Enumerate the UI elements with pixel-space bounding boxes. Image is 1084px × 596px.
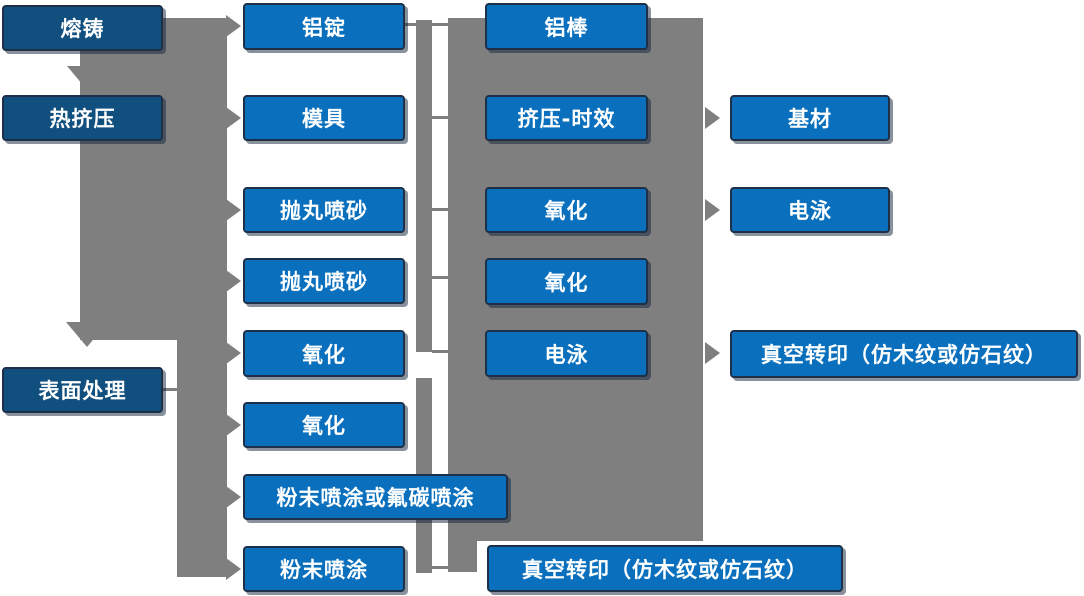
arrow-down-to-hot-extrusion-icon [67, 66, 109, 91]
arrow-right-to-vacuum1-icon [705, 342, 720, 364]
node-oxidation-2: 氧化 [243, 402, 405, 448]
node-shot-blasting-2: 抛丸喷砂 [243, 258, 405, 304]
node-shot-blasting-1: 抛丸喷砂 [243, 187, 405, 233]
node-melt-casting: 熔铸 [2, 5, 163, 51]
node-oxidation-4: 氧化 [485, 258, 648, 305]
arrow-right-to-powder-fluoro-icon [226, 486, 241, 508]
arrow-right-to-blasting1-icon [226, 199, 241, 221]
connector-line-blasting1 [432, 208, 448, 211]
node-oxidation-1: 氧化 [243, 330, 405, 377]
node-electrophoresis-1: 电泳 [485, 330, 648, 377]
connector-line-ingot-rod [405, 23, 448, 26]
node-aluminum-ingot: 铝锭 [243, 3, 405, 50]
node-aluminum-rod: 铝棒 [485, 3, 648, 50]
node-mold: 模具 [243, 95, 405, 141]
arrow-right-to-oxidation1-icon [226, 342, 241, 364]
arrow-right-to-mold-icon [226, 107, 241, 129]
node-vacuum-transfer-2: 真空转印（仿木纹或仿石纹） [487, 545, 843, 592]
connector-stub-bottom [448, 541, 477, 572]
connector-line-surface-treatment [163, 388, 177, 391]
arrow-right-to-blasting2-icon [226, 270, 241, 292]
connector-line-mold [432, 116, 448, 119]
node-surface-treatment: 表面处理 [2, 367, 163, 413]
node-powder-coating: 粉末喷涂 [243, 546, 405, 592]
arrow-down-to-surface-treatment-icon [66, 322, 108, 347]
connector-line-vacuum-bottom [432, 566, 452, 569]
connector-band-left-narrow [177, 340, 227, 577]
arrow-right-to-ingot-icon [226, 15, 241, 37]
node-extrusion-aging: 挤压-时效 [485, 95, 648, 141]
arrow-right-to-substrate-icon [705, 107, 720, 129]
node-vacuum-transfer-1: 真空转印（仿木纹或仿石纹） [730, 330, 1078, 378]
connector-line-oxidation [432, 350, 448, 353]
node-electrophoresis-2: 电泳 [730, 187, 890, 233]
arrow-right-to-powder-icon [226, 558, 241, 580]
node-powder-or-fluorocarbon-coating: 粉末喷涂或氟碳喷涂 [243, 474, 508, 520]
node-hot-extrusion: 热挤压 [2, 95, 163, 141]
connector-bar-mid-upper [416, 20, 432, 352]
arrow-right-to-electrophoresis2-icon [705, 199, 720, 221]
arrow-right-to-oxidation2-icon [226, 414, 241, 436]
connector-line-blasting2 [432, 276, 448, 279]
node-substrate: 基材 [730, 95, 890, 141]
node-oxidation-3: 氧化 [485, 187, 648, 233]
